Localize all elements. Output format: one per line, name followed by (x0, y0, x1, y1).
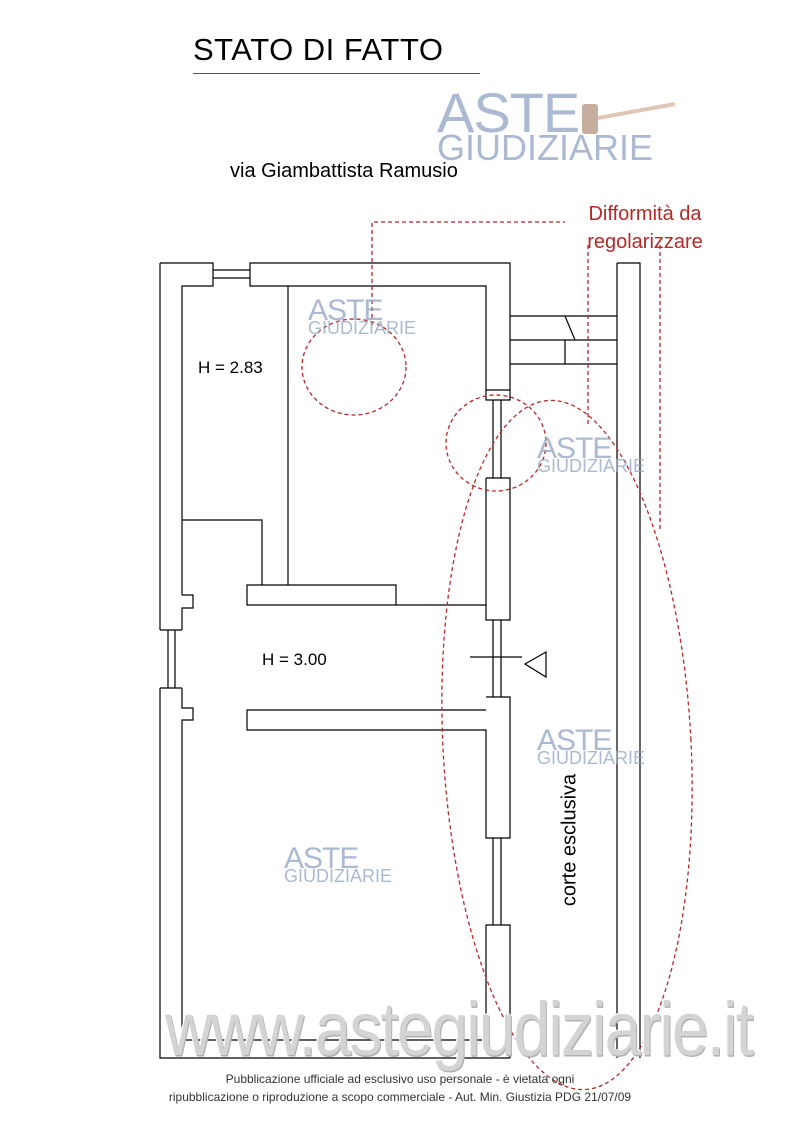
difformity-note: Difformità da regolarizzare (560, 200, 730, 256)
brand-watermark-small-2: ASTE GIUDIZIARIE (537, 432, 646, 476)
footer-line-2: ripubblicazione o riproduzione a scopo c… (168, 1090, 632, 1104)
room-height-upper: H = 2.83 (198, 358, 263, 377)
entrance-arrow (523, 650, 547, 679)
wall-left-lower (159, 688, 510, 1059)
window-left (167, 630, 176, 688)
footer-line-1: Pubblicazione ufficiale ad esclusivo uso… (225, 1072, 575, 1086)
watermark-bottom-text: GIUDIZIARIE (308, 318, 417, 338)
brand-watermark-small-1: ASTE GIUDIZIARIE (308, 294, 417, 338)
partition-bath (182, 519, 263, 585)
watermark-top-text: ASTE (537, 724, 612, 757)
window-top (213, 269, 250, 279)
difformity-note-line2: regolarizzare (587, 231, 703, 253)
steps (510, 315, 617, 365)
wall-right-1 (485, 390, 511, 401)
watermark-top-text: ASTE (284, 842, 359, 875)
footer-disclaimer: Pubblicazione ufficiale ad esclusivo uso… (0, 1070, 800, 1106)
window-right-2 (492, 838, 502, 925)
room-height-middle: H = 3.00 (262, 650, 327, 669)
watermark-top-text: ASTE (437, 81, 580, 144)
watermark-top-text: ASTE (537, 432, 612, 465)
mark-circle-1 (301, 318, 407, 416)
wall-top-left (160, 262, 214, 595)
watermark-bottom-text: GIUDIZIARIE (437, 127, 654, 169)
brand-watermark-large: ASTE GIUDIZIARIE (437, 81, 654, 169)
title-underline (193, 73, 480, 74)
window-right-1 (492, 400, 502, 478)
gavel-icon (580, 98, 680, 147)
court-label: corte esclusiva (558, 773, 581, 907)
wall-right-2 (246, 477, 511, 621)
brand-watermark-small-3: ASTE GIUDIZIARIE (537, 724, 646, 768)
leader-line-1 (371, 221, 565, 325)
street-name: via Giambattista Ramusio (230, 160, 458, 182)
door-entrance (492, 620, 502, 697)
watermark-bottom-text: GIUDIZIARIE (537, 456, 646, 476)
watermark-bottom-text: GIUDIZIARIE (284, 866, 393, 886)
page-title: STATO DI FATTO (193, 32, 444, 67)
site-watermark: www.astegiudiziarie.it (165, 986, 754, 1072)
watermark-top-text: ASTE (308, 294, 383, 327)
watermark-bottom-text: GIUDIZIARIE (537, 748, 646, 768)
mark-ellipse-court (441, 399, 693, 1091)
brand-watermark-small-4: ASTE GIUDIZIARIE (284, 842, 393, 886)
mark-circle-2 (445, 394, 547, 492)
difformity-note-line1: Difformità da (588, 203, 702, 225)
boundary-line (616, 262, 641, 1058)
